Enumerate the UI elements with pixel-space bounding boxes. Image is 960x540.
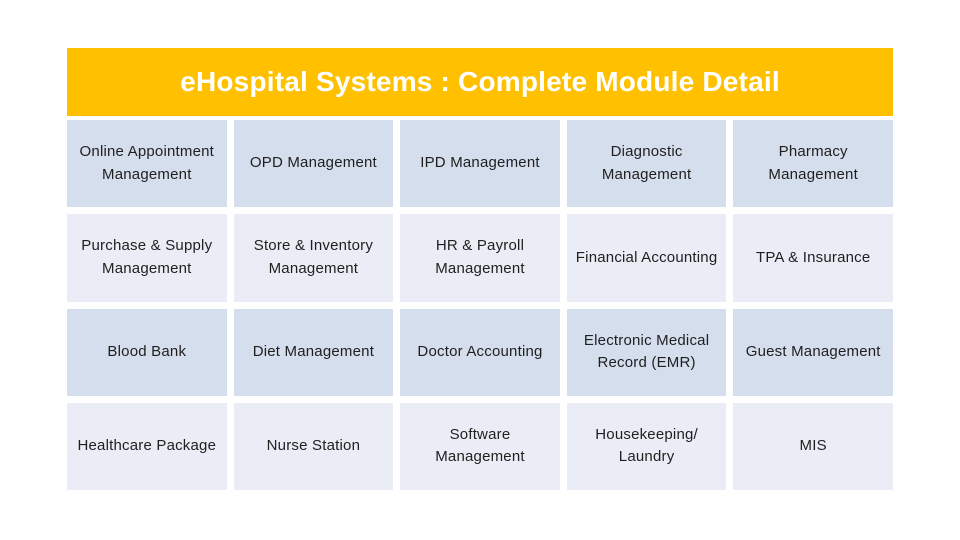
- module-cell-label: IPD Management: [420, 154, 540, 172]
- module-cell-label: Diet Management: [252, 342, 375, 360]
- module-cell: Nurse Station: [233, 402, 394, 490]
- module-cell: Financial Accounting: [566, 214, 727, 302]
- modules-grid: Online Appointment Management OPD Managem…: [67, 120, 893, 490]
- module-cell: Electronic Medical Record (EMR): [566, 308, 727, 396]
- module-cell: Software Management: [400, 402, 560, 490]
- module-cell: Housekeeping/ Laundry: [566, 402, 727, 490]
- module-cell-label: Housekeeping/ Laundry: [595, 425, 698, 466]
- module-cell: Pharmacy Management: [733, 120, 893, 208]
- module-cell-label: Guest Management: [745, 342, 881, 360]
- module-cell: IPD Management: [400, 120, 560, 208]
- module-cell-label: OPD Management: [249, 154, 377, 172]
- module-cell-label: HR & Payroll Management: [435, 237, 525, 277]
- module-cell: Store & Inventory Management: [233, 214, 394, 302]
- module-cell-label: Store & Inventory Management: [253, 237, 374, 277]
- module-cell-label: Financial Accounting: [575, 248, 718, 266]
- module-cell-label: Purchase & Supply Management: [81, 237, 213, 277]
- module-cell: OPD Management: [233, 120, 394, 208]
- module-cell-label: Online Appointment Management: [79, 143, 215, 183]
- module-cell-label: Pharmacy Management: [768, 143, 858, 183]
- module-cell: Healthcare Package: [67, 402, 227, 490]
- module-cell: Blood Bank: [67, 308, 227, 396]
- module-cell: TPA & Insurance: [733, 214, 893, 302]
- page-title: eHospital Systems : Complete Module Deta…: [180, 66, 780, 97]
- module-cell: HR & Payroll Management: [400, 214, 560, 302]
- module-cell: Diet Management: [233, 308, 394, 396]
- module-cell: Diagnostic Management: [566, 120, 727, 208]
- module-cell-label: Software Management: [435, 425, 525, 466]
- slide-title-bar: eHospital Systems : Complete Module Deta…: [67, 48, 893, 116]
- module-cell-label: Healthcare Package: [77, 437, 217, 455]
- module-cell-label: Electronic Medical Record (EMR): [583, 331, 710, 372]
- module-cell-label: Nurse Station: [266, 437, 361, 455]
- module-cell: Online Appointment Management: [67, 120, 227, 208]
- module-cell-label: MIS: [799, 437, 827, 455]
- module-cell-label: Doctor Accounting: [417, 342, 543, 360]
- module-cell: Guest Management: [733, 308, 893, 396]
- module-cell-label: Diagnostic Management: [601, 143, 692, 183]
- module-cell-label: Blood Bank: [107, 342, 187, 360]
- module-cell: MIS: [733, 402, 893, 490]
- module-cell: Doctor Accounting: [400, 308, 560, 396]
- module-cell-label: TPA & Insurance: [755, 248, 871, 266]
- module-cell: Purchase & Supply Management: [67, 214, 227, 302]
